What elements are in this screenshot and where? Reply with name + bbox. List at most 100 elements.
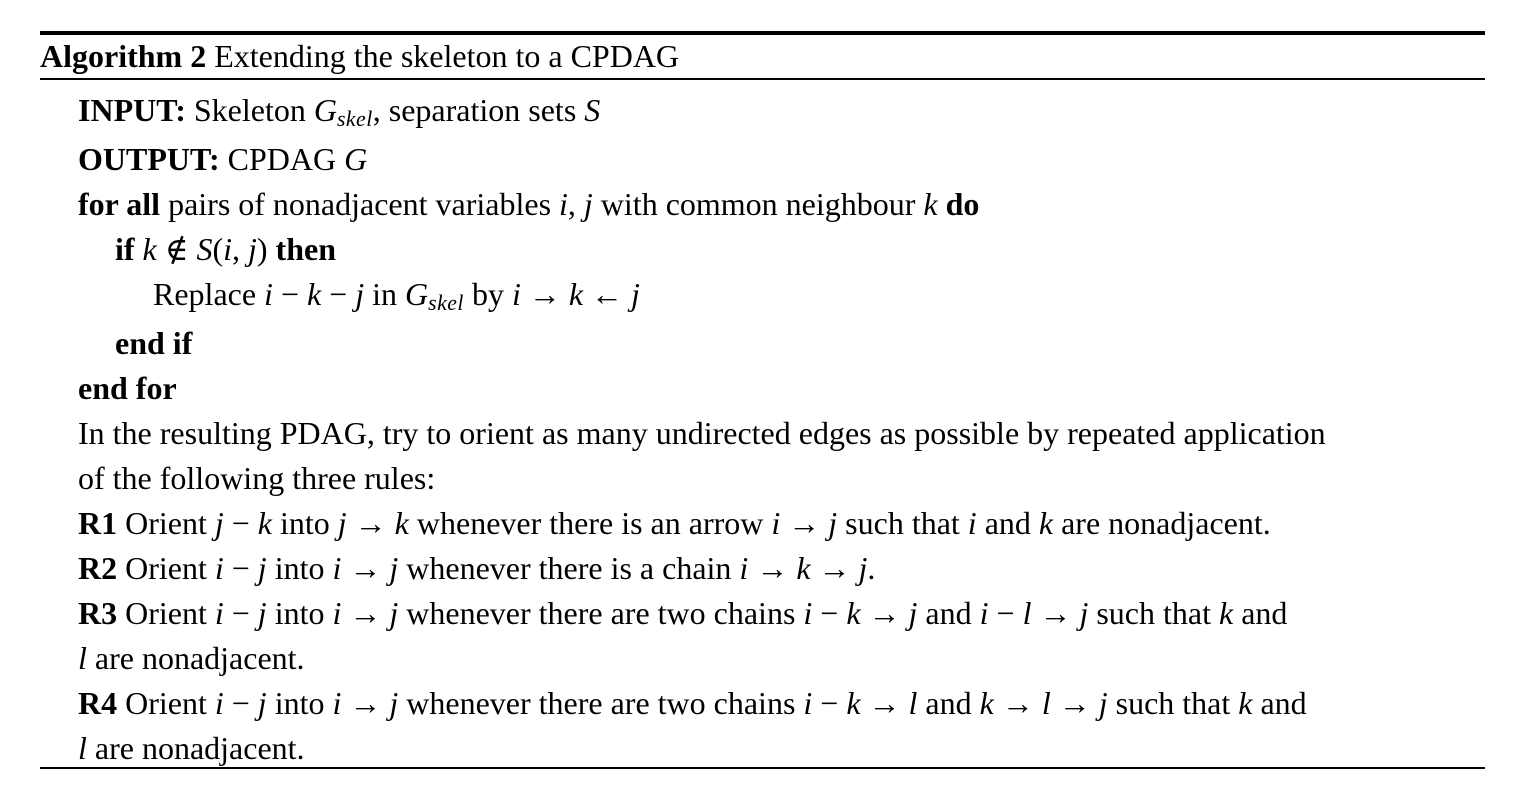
algorithm-text-segment: In the resulting PDAG, try to orient as …	[78, 415, 1326, 451]
algorithm-text-segment: if	[115, 231, 143, 267]
algorithm-text-segment: whenever there is an arrow	[408, 505, 772, 541]
algorithm-text-segment: i	[803, 685, 813, 721]
algorithm-text-segment: k	[923, 186, 938, 222]
algorithm-text-segment: Orient	[117, 595, 215, 631]
algorithm-line: l are nonadjacent.	[40, 636, 1500, 681]
algorithm-text-segment: R4	[78, 685, 118, 721]
algorithm-text-segment: Replace	[153, 276, 265, 312]
algorithm-text-segment: and	[976, 505, 1039, 541]
algorithm-line: for all pairs of nonadjacent variables i…	[40, 182, 1500, 227]
algorithm-text-segment: R2	[78, 550, 118, 586]
algorithm-text-segment: i	[771, 505, 781, 541]
algorithm-text-segment: i	[223, 231, 232, 267]
algorithm-text-segment: →	[1031, 595, 1080, 631]
algorithm-text-segment: into	[272, 505, 338, 541]
algorithm-text-segment: k	[1238, 685, 1253, 721]
algorithm-text-segment: end if	[115, 325, 193, 361]
algorithm-text-segment: whenever there are two chains	[398, 595, 804, 631]
algorithm-text-segment: j	[337, 505, 347, 541]
algorithm-line: INPUT: Skeleton Gskel, separation sets S	[40, 88, 1500, 137]
algorithm-text-segment: and	[1252, 685, 1307, 721]
algorithm-text-segment: end for	[78, 370, 177, 406]
algorithm-text-segment: k	[257, 505, 272, 541]
algorithm-text-segment: G	[344, 141, 368, 177]
algorithm-text-segment: l	[1041, 685, 1051, 721]
algorithm-text-segment: whenever there is a chain	[398, 550, 740, 586]
algorithm-text-segment: −	[272, 276, 307, 312]
algorithm-line: R3 Orient i − j into i → j whenever ther…	[40, 591, 1500, 636]
algorithm-text-segment: i	[332, 550, 342, 586]
algorithm-text-segment: )	[256, 231, 276, 267]
algorithm-text-segment: i	[332, 595, 342, 631]
algorithm-text-segment: l	[1022, 595, 1032, 631]
algorithm-text-segment: , separation sets	[372, 92, 585, 128]
algorithm-text-segment: j	[908, 595, 918, 631]
algorithm-text-segment: CPDAG	[227, 141, 345, 177]
algorithm-text-segment: i	[739, 550, 749, 586]
algorithm-text-segment: Orient	[117, 550, 215, 586]
algorithm-text-segment: j	[257, 550, 267, 586]
algorithm-line: of the following three rules:	[40, 456, 1500, 501]
algorithm-text-segment: j	[389, 550, 399, 586]
algorithm-text-segment: into	[266, 550, 333, 586]
algorithm-text-segment: −	[988, 595, 1023, 631]
algorithm-text-segment: −	[812, 595, 847, 631]
algorithm-line: if k ∉ S(i, j) then	[40, 227, 1500, 272]
algorithm-text-segment: i	[559, 186, 568, 222]
algorithm-text-segment: k	[796, 550, 811, 586]
algorithm-text-segment: i	[511, 276, 521, 312]
algorithm-text-segment: in	[364, 276, 406, 312]
algorithm-text-segment: j	[214, 505, 224, 541]
algorithm-text-segment: for all	[78, 186, 169, 222]
algorithm-text-segment: ,	[231, 231, 248, 267]
algorithm-text-segment: Skeleton	[193, 92, 314, 128]
algorithm-text-segment: j	[355, 276, 365, 312]
algorithm-text-segment: j	[389, 595, 399, 631]
algorithm-text-segment: INPUT:	[78, 92, 194, 128]
algorithm-line: end for	[40, 366, 1500, 411]
algorithm-text-segment: i	[967, 505, 977, 541]
algorithm-text-segment: →	[860, 685, 909, 721]
algorithm-text-segment: →	[993, 685, 1042, 721]
algorithm-text-segment: whenever there are two chains	[398, 685, 804, 721]
algorithm-text-segment: −	[812, 685, 847, 721]
algorithm-title: Algorithm 2 Extending the skeleton to a …	[40, 38, 679, 75]
algorithm-text-segment: then	[275, 231, 336, 267]
algorithm-text-segment: are nonadjacent.	[86, 730, 305, 766]
algorithm-text-segment: i	[979, 595, 989, 631]
algorithm-text-segment: l	[78, 730, 87, 766]
algorithm-text-segment: j	[1098, 685, 1108, 721]
algorithm-text-segment: j	[389, 685, 399, 721]
algorithm-text-segment: →	[748, 550, 797, 586]
algorithm-text-segment: i	[214, 550, 224, 586]
algorithm-text-segment: j	[257, 595, 267, 631]
algorithm-text-segment: j	[631, 276, 640, 312]
algorithm-text-segment: Orient	[117, 505, 215, 541]
algorithm-text-segment: l	[908, 685, 918, 721]
algorithm-text-segment: (	[212, 231, 224, 267]
algorithm-text-segment: −	[223, 550, 258, 586]
algorithm-text-segment: ∉	[156, 231, 197, 267]
algorithm-text-segment: with common neighbour	[592, 186, 924, 222]
algorithm-text-segment: k	[142, 231, 157, 267]
algorithm-text-segment: such that	[1088, 595, 1219, 631]
algorithm-line: end if	[40, 321, 1500, 366]
top-rule	[40, 31, 1485, 35]
bottom-rule	[40, 767, 1485, 769]
algorithm-text-segment: G	[405, 276, 429, 312]
algorithm-line: R2 Orient i − j into i → j whenever ther…	[40, 546, 1500, 591]
algorithm-text-segment: →	[520, 276, 569, 312]
algorithm-text-segment: j	[257, 685, 267, 721]
algorithm-text-segment: −	[223, 505, 258, 541]
algorithm-line: OUTPUT: CPDAG G	[40, 137, 1500, 182]
algorithm-text-segment: into	[266, 685, 333, 721]
algorithm-text-segment: S	[584, 92, 601, 128]
algorithm-text-segment: do	[937, 186, 980, 222]
algorithm-text-segment: →	[346, 505, 395, 541]
algorithm-text-segment: i	[214, 595, 224, 631]
algorithm-text-segment: S	[196, 231, 213, 267]
algorithm-text-segment: →	[341, 595, 390, 631]
algorithm-text-segment: k	[306, 276, 322, 312]
algorithm-text-segment: skel	[336, 107, 373, 132]
algorithm-text-segment: j	[583, 186, 593, 222]
